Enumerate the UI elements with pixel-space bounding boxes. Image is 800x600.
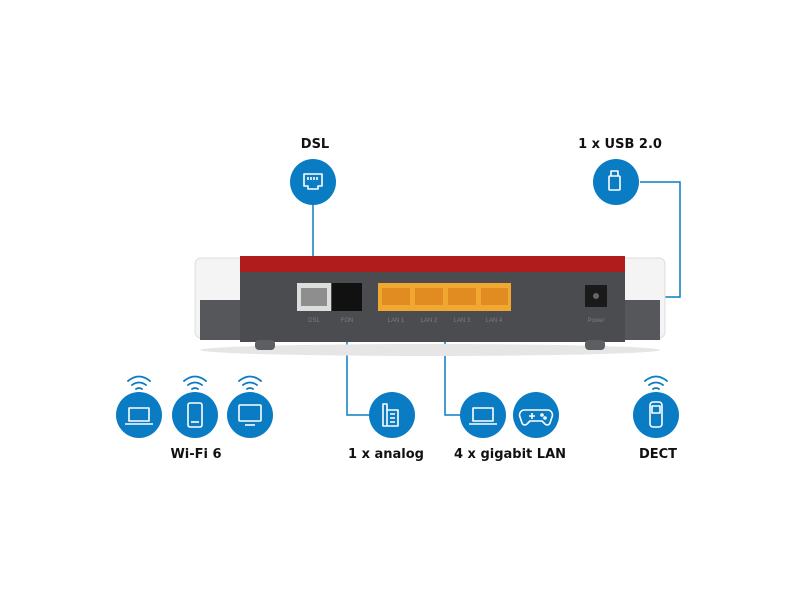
dect-label: DECT: [638, 447, 678, 462]
monitor-icon: [227, 392, 273, 438]
wifi-icon: [183, 375, 207, 390]
dsl-label: DSL: [300, 137, 330, 152]
gamepad-icon: [513, 392, 559, 438]
wifi-label: Wi-Fi 6: [170, 447, 222, 462]
lan-connector: [444, 333, 460, 416]
lan-label: 4 x gigabit LAN: [453, 447, 567, 462]
router: DSL FON LAN 1 LAN 2 LAN 3 LAN 4 Power: [194, 256, 666, 356]
laptop-icon: [116, 392, 162, 438]
usb-connector: [640, 181, 681, 298]
port-label-lan4: LAN 4: [486, 318, 503, 324]
telephone-icon: [369, 392, 415, 438]
port-label-lan3: LAN 3: [454, 318, 471, 324]
smartphone-icon: [172, 392, 218, 438]
port-label-fon: FON: [341, 318, 354, 324]
port-label-lan2: LAN 2: [421, 318, 438, 324]
dect-phone-icon: [633, 392, 679, 438]
port-label-lan1: LAN 1: [388, 318, 405, 324]
port-label-power: Power: [587, 318, 604, 324]
usb-stick-icon: [593, 159, 639, 205]
fon-port: [332, 283, 362, 311]
wifi-icon: [127, 375, 151, 390]
analog-connector: [346, 333, 370, 416]
wifi-icon: [238, 375, 262, 390]
lan-laptop-icon: [460, 392, 506, 438]
analog-label: 1 x analog: [348, 447, 424, 462]
port-label-dsl: DSL: [308, 318, 320, 324]
ethernet-port-icon: [290, 159, 336, 205]
wifi-icon: [644, 375, 668, 390]
usb-label: 1 x USB 2.0: [578, 137, 662, 152]
